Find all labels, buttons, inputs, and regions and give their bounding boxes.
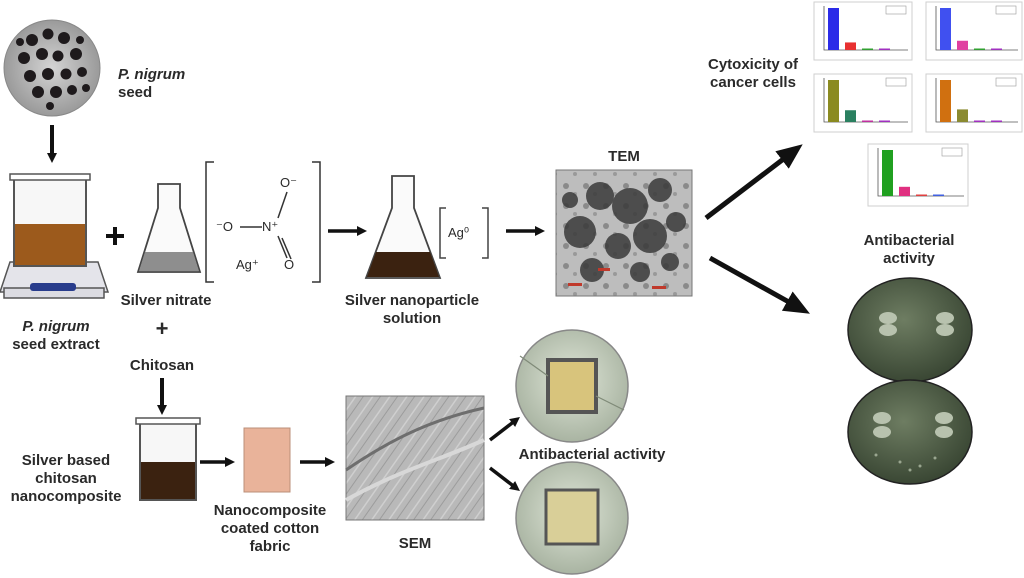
mini-chart-bar xyxy=(991,48,1002,50)
mini-chart-legend xyxy=(995,5,1017,15)
mini-chart-1 xyxy=(813,1,913,61)
fabric-dish-bottom xyxy=(515,461,629,575)
mini-chart-bar xyxy=(828,80,839,122)
mini-chart-bar xyxy=(991,120,1002,122)
composite-label: Silver based chitosan nanocomposite xyxy=(0,452,132,506)
mini-chart-axes xyxy=(935,78,1018,123)
sem-label: SEM xyxy=(398,535,432,552)
fabric-line-3: fabric xyxy=(249,538,291,555)
mini-chart-4 xyxy=(925,73,1023,133)
mini-chart-bar xyxy=(862,120,873,122)
mini-chart-bar xyxy=(957,40,968,50)
mini-chart-bar xyxy=(916,194,927,196)
composite-line-2: chitosan xyxy=(35,470,97,487)
mini-chart-5 xyxy=(867,143,969,207)
silver-nitrate-flask-image xyxy=(136,183,202,273)
mini-chart-3 xyxy=(813,73,913,133)
ag-bracket xyxy=(439,207,489,259)
antibacterial-top-line-2: activity xyxy=(883,250,935,267)
fabric-line-1: Nanocomposite xyxy=(213,502,327,519)
nanoparticle-flask-image xyxy=(364,175,442,279)
mini-chart-bar xyxy=(845,42,856,50)
mini-chart-bar xyxy=(882,150,893,196)
sem-image xyxy=(345,395,485,521)
seed-species: P. nigrum xyxy=(118,66,186,83)
mini-chart-bar xyxy=(879,120,890,122)
mini-chart-legend xyxy=(885,77,907,87)
antibacterial-plate-bottom xyxy=(847,379,973,485)
tem-label: TEM xyxy=(608,148,640,165)
composite-line-3: nanocomposite xyxy=(10,488,122,505)
extract-label: P. nigrum seed extract xyxy=(2,318,110,354)
tem-image xyxy=(555,169,693,297)
mini-chart-bar xyxy=(957,109,968,122)
extract-beaker-image xyxy=(0,173,110,299)
silver-nitrate-label: Silver nitrate xyxy=(120,292,212,309)
mini-chart-2 xyxy=(925,1,1023,61)
cytotoxicity-label: Cytoxicity of cancer cells xyxy=(694,56,812,92)
cytotoxicity-line-1: Cytoxicity of xyxy=(707,56,798,73)
fabric-line-2: coated cotton xyxy=(220,520,320,537)
arrow-to-fabric-dish-top xyxy=(488,416,520,442)
mini-chart-bar xyxy=(933,194,944,196)
mini-chart-legend xyxy=(885,5,907,15)
mini-chart-bar xyxy=(879,48,890,50)
arrow-to-antibacterial-plates xyxy=(708,255,810,314)
arrow-to-cytotoxicity xyxy=(704,144,803,220)
composite-beaker-image xyxy=(135,417,201,501)
arrow-to-fabric-dish-bottom xyxy=(488,466,520,492)
mini-chart-legend xyxy=(941,147,963,157)
chem-o-right: O xyxy=(284,257,295,272)
chem-o-top: O⁻ xyxy=(280,175,297,190)
chem-ag-plus: Ag⁺ xyxy=(236,257,259,272)
chem-n-plus: N⁺ xyxy=(262,219,279,234)
mini-chart-bar xyxy=(862,48,873,50)
fabric-label: Nanocomposite coated cotton fabric xyxy=(200,502,340,556)
antibacterial-top-label: Antibacterial activity xyxy=(844,232,974,268)
mini-chart-bar xyxy=(940,80,951,122)
antibacterial-plate-top xyxy=(847,277,973,383)
composite-line-1: Silver based xyxy=(21,452,111,469)
mini-chart-bar xyxy=(974,120,985,122)
extract-species: P. nigrum xyxy=(22,318,90,335)
cytotoxicity-line-2: cancer cells xyxy=(710,74,796,91)
mini-chart-bar xyxy=(974,48,985,50)
mini-chart-axes xyxy=(935,6,1018,51)
nanoparticle-label: Silver nanoparticle solution xyxy=(332,292,492,328)
antibacterial-top-line-1: Antibacterial xyxy=(863,232,955,249)
cytotoxicity-charts xyxy=(813,1,1023,207)
chem-ag-zero: Ag⁰ xyxy=(448,225,470,240)
mini-chart-legend xyxy=(995,77,1017,87)
mini-chart-bar xyxy=(899,186,910,196)
seed-label: P. nigrum seed xyxy=(118,66,185,102)
antibacterial-bottom-label: Antibacterial activity xyxy=(518,446,666,463)
chitosan-label: Chitosan xyxy=(129,357,195,374)
nanoparticle-line-2: solution xyxy=(382,310,442,327)
plus-sign-1 xyxy=(106,227,124,245)
seed-word: seed xyxy=(118,84,153,101)
fabric-dish-top xyxy=(515,329,629,443)
seed-dish-image xyxy=(3,19,101,117)
mini-chart-bar xyxy=(940,8,951,50)
mini-chart-bar xyxy=(828,8,839,50)
chem-o-left: ⁻O xyxy=(216,219,233,234)
fabric-swatch xyxy=(243,427,291,493)
mini-chart-bar xyxy=(845,110,856,122)
extract-word: seed extract xyxy=(12,336,100,353)
nanoparticle-line-1: Silver nanoparticle xyxy=(344,292,480,309)
plus-sign-2: + xyxy=(155,316,169,341)
silver-nitrate-structure xyxy=(205,161,321,283)
